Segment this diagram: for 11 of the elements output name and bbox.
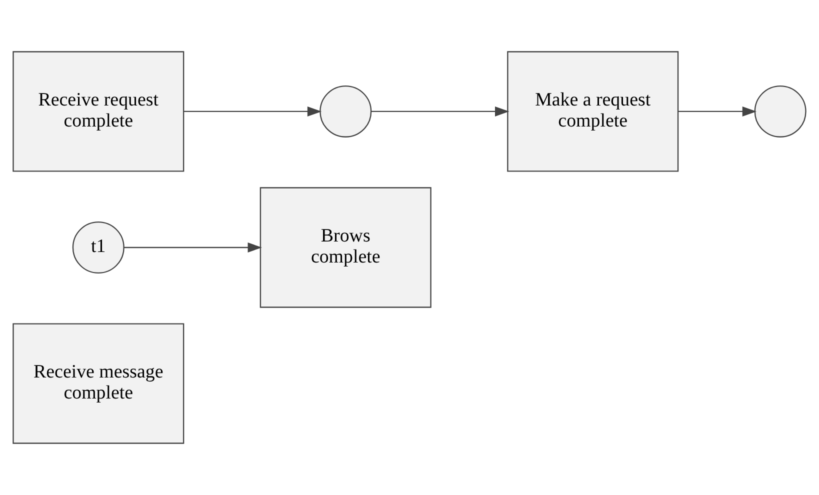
node-box: Receive message complete [12,323,184,444]
arrow [371,106,510,116]
node-circle [754,85,806,138]
arrow [124,242,262,252]
node-box: Receive request complete [12,51,184,172]
node-box: Brows complete [260,187,432,308]
arrow [678,106,757,116]
node-circle: t1 [72,221,124,274]
node-circle [320,85,372,138]
node-box: Make a request complete [507,51,679,172]
arrow [184,106,322,116]
